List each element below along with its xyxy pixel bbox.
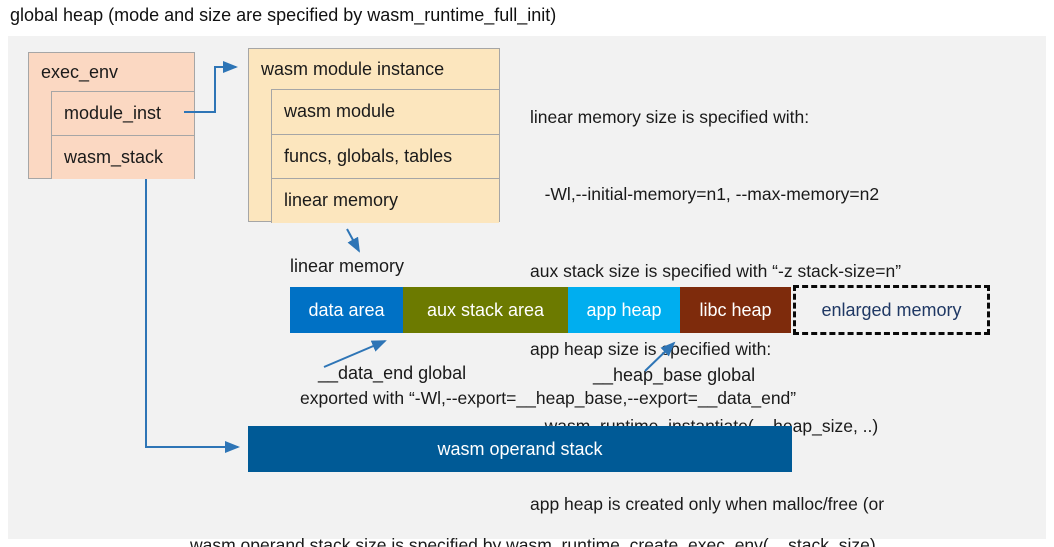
module-instance-header: wasm module instance — [261, 58, 445, 79]
segment-libc-heap: libc heap — [680, 287, 791, 333]
note-line: linear memory size is specified with: — [530, 106, 810, 127]
module-instance-rows: wasm module funcs, globals, tables linea… — [249, 89, 499, 223]
note-line: -Wl,--initial-memory=n1, --max-memory=n2 — [530, 183, 880, 204]
segment-app-heap: app heap — [568, 287, 680, 333]
note-line: aux stack size is specified with “-z sta… — [530, 261, 902, 282]
export-flags-label: exported with “-Wl,--export=__heap_base,… — [300, 388, 797, 408]
exec-env-field-module-inst: module_inst — [51, 91, 194, 135]
module-instance-field-wasm-module: wasm module — [271, 89, 499, 134]
segment-aux-stack-area: aux stack area — [403, 287, 568, 333]
segment-enlarged-memory: enlarged memory — [793, 285, 990, 335]
note-line: app heap is created only when malloc/fre… — [530, 493, 885, 514]
linear-memory-bar: data area aux stack area app heap libc h… — [290, 287, 791, 333]
heap-base-global-label: __heap_base global — [593, 365, 756, 385]
wasm-operand-stack-bar: wasm operand stack — [248, 426, 792, 472]
exec-env-field-wasm-stack: wasm_stack — [51, 135, 194, 179]
diagram-title: global heap (mode and size are specified… — [10, 5, 557, 25]
module-instance-field-linear-memory: linear memory — [271, 178, 499, 223]
module-instance-box: wasm module instance wasm module funcs, … — [248, 48, 500, 223]
exec-env-box: exec_env module_inst wasm_stack — [28, 52, 195, 179]
note-line: wasm operand stack size is specified by … — [190, 535, 876, 547]
module-instance-field-funcs-globals-tables: funcs, globals, tables — [271, 133, 499, 179]
linear-memory-label: linear memory — [290, 256, 405, 276]
operand-stack-note: wasm operand stack size is specified by … — [190, 480, 876, 547]
note-line: app heap size is specified with: — [530, 338, 772, 359]
segment-data-area: data area — [290, 287, 403, 333]
exec-env-rows: module_inst wasm_stack — [29, 91, 194, 179]
exec-env-header: exec_env — [41, 61, 119, 82]
data-end-global-label: __data_end global — [318, 363, 467, 383]
